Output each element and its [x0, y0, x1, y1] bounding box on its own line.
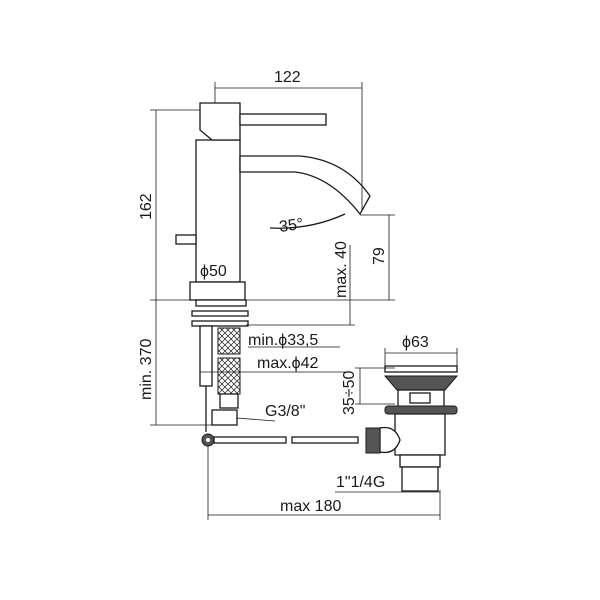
- label-base-diameter: ϕ50: [200, 263, 227, 280]
- label-hose-length: min. 370: [138, 339, 155, 400]
- supply-hoses: [191, 299, 359, 447]
- label-min-hole: min.ϕ33,5: [248, 332, 318, 349]
- label-total-height: 162: [138, 193, 155, 220]
- label-spout-angle: 35°: [278, 216, 304, 236]
- label-waste-range: 35÷50: [341, 371, 358, 415]
- dimension-lines: [150, 82, 458, 520]
- label-max-hole: max.ϕ42: [257, 355, 319, 372]
- label-waste-thread: 1"1/4G: [336, 474, 385, 491]
- label-rod-length: max 180: [280, 498, 341, 515]
- faucet-body: [175, 102, 371, 301]
- label-spout-reach: 122: [274, 69, 301, 86]
- label-connection: G3/8": [265, 403, 305, 420]
- label-outlet-height: 79: [371, 247, 388, 265]
- label-waste-diameter: ϕ63: [402, 334, 429, 351]
- label-max-deck-thickness: max. 40: [333, 241, 350, 298]
- pop-up-waste: [365, 365, 459, 492]
